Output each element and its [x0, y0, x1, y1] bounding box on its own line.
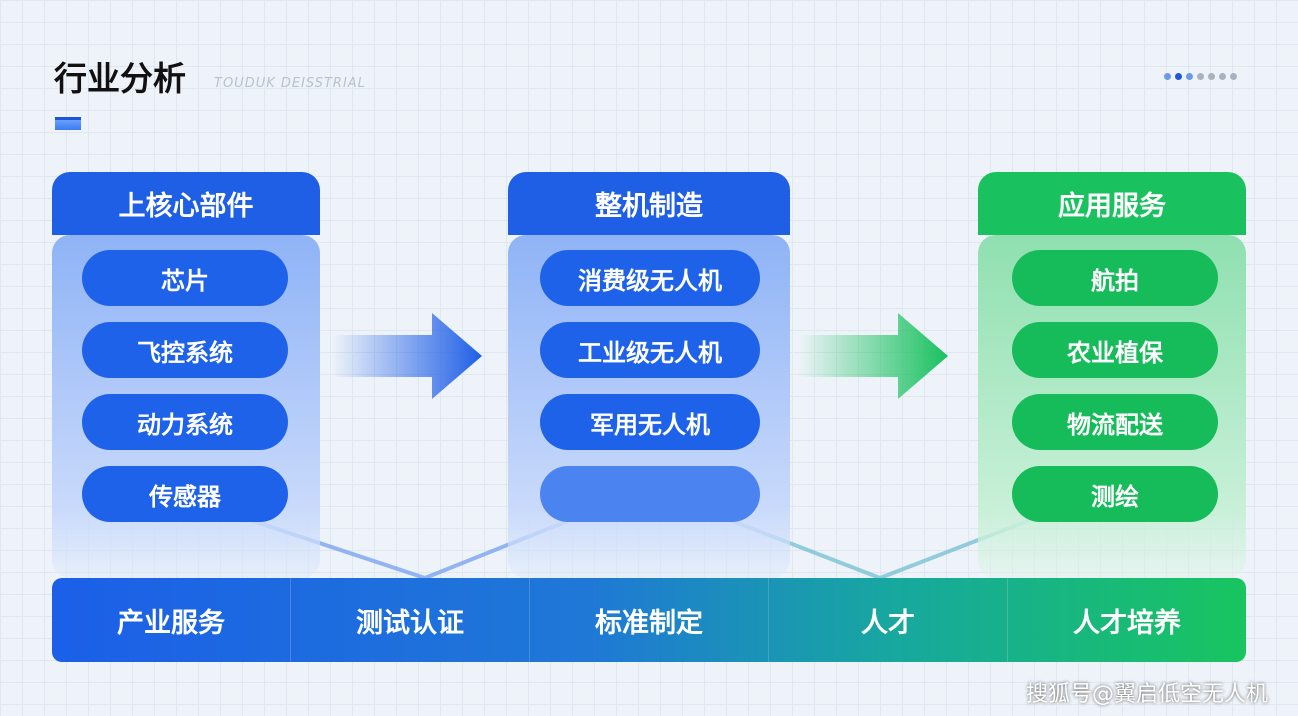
pill-item: 消费级无人机	[540, 250, 760, 306]
pill-item-empty	[540, 466, 760, 522]
pill-item: 工业级无人机	[540, 322, 760, 378]
support-item: 产业服务	[52, 578, 291, 662]
pill-item: 测绘	[1012, 466, 1218, 522]
pill-item: 动力系统	[82, 394, 288, 450]
support-item: 测试认证	[291, 578, 530, 662]
pill-item: 芯片	[82, 250, 288, 306]
support-item: 人才培养	[1073, 607, 1181, 639]
support-item: 标准制定	[530, 578, 769, 662]
pill-item: 物流配送	[1012, 394, 1218, 450]
title-accent-mark	[55, 117, 81, 130]
decorative-dots-icon	[1164, 73, 1237, 80]
column-core-components: 上核心部件 芯片 飞控系统 动力系统 传感器	[52, 172, 320, 578]
column-title: 上核心部件	[52, 172, 320, 235]
page-subtitle: TOUDUK DEISSTRIAL	[214, 76, 366, 91]
column-title: 应用服务	[978, 172, 1246, 235]
pill-item: 航拍	[1012, 250, 1218, 306]
pill-item: 军用无人机	[540, 394, 760, 450]
support-bar: 产业服务 测试认证 标准制定 人才 人才培养	[52, 578, 1246, 662]
pill-item: 传感器	[82, 466, 288, 522]
column-application-services: 应用服务 航拍 农业植保 物流配送 测绘	[978, 172, 1246, 578]
column-manufacturing: 整机制造 消费级无人机 工业级无人机 军用无人机	[508, 172, 790, 578]
arrow-right-icon	[332, 313, 482, 399]
support-item: 人才	[769, 578, 1008, 662]
arrow-right-icon	[798, 313, 948, 399]
pill-item: 农业植保	[1012, 322, 1218, 378]
page-title: 行业分析	[54, 59, 186, 98]
watermark: 搜狐号@翼启低空无人机	[1025, 682, 1268, 707]
column-title: 整机制造	[508, 172, 790, 235]
pill-item: 飞控系统	[82, 322, 288, 378]
